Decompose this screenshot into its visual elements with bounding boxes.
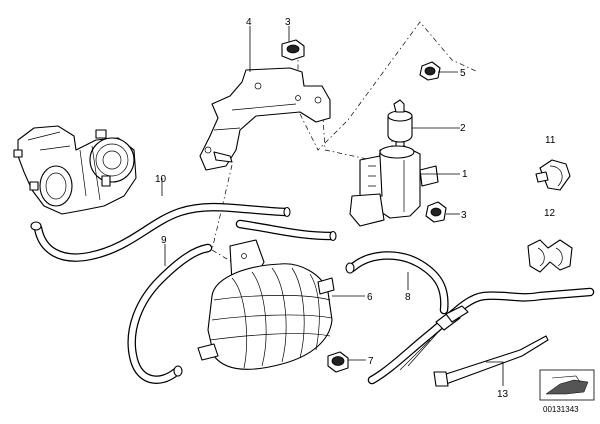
bracket-4	[199, 67, 331, 171]
callout-8: 8	[405, 292, 411, 303]
callout-labels: 1 2 3 3 4 5 6 7 8 9 10 11 12 13	[155, 17, 556, 400]
callout-3-top: 3	[285, 17, 291, 28]
callout-13: 13	[497, 389, 509, 400]
vehicle-silhouette-icon	[545, 379, 589, 395]
hose-8	[345, 251, 449, 315]
pipes-lower-right	[367, 287, 595, 385]
clip-12	[527, 239, 573, 273]
callout-2: 2	[460, 123, 466, 134]
callout-6: 6	[367, 292, 373, 303]
callout-12: 12	[544, 208, 556, 219]
vacuum-reservoir-6	[197, 239, 335, 370]
hose-10	[30, 202, 337, 262]
diagram-reference-box: 00131343	[539, 369, 595, 414]
filter-2	[387, 99, 413, 151]
callout-9: 9	[161, 235, 167, 246]
pressure-converter-1	[349, 145, 439, 227]
nut-3-top	[281, 39, 305, 61]
turbocharger	[13, 125, 137, 215]
callout-3-lower: 3	[461, 210, 467, 221]
callout-4: 4	[246, 17, 252, 28]
nut-7	[327, 351, 349, 373]
nut-5	[419, 61, 441, 81]
callout-7: 7	[368, 356, 374, 367]
clip-11	[535, 159, 571, 191]
hose-9	[127, 243, 213, 384]
callout-10: 10	[155, 174, 167, 185]
callout-11: 11	[545, 135, 556, 146]
cable-tie-13	[433, 335, 549, 387]
callout-5: 5	[460, 68, 466, 79]
nut-3-lower	[425, 201, 447, 223]
callout-1: 1	[462, 169, 468, 180]
diagram-ref-number: 00131343	[543, 405, 579, 414]
leader-lines	[161, 26, 504, 386]
